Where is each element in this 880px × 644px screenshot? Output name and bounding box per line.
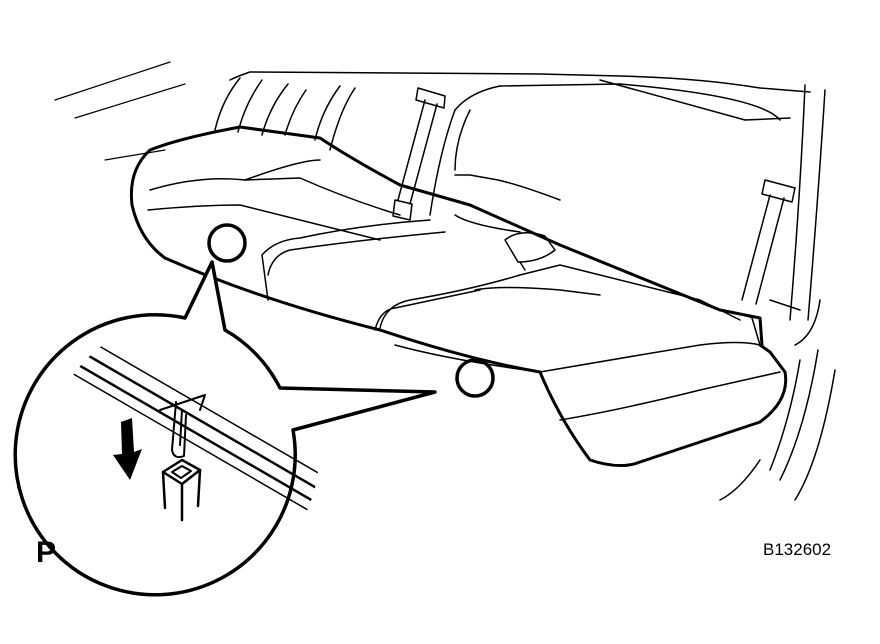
seat-belt-buckle <box>504 232 556 271</box>
figure-code: B132602 <box>763 540 832 559</box>
clip-location-right-marker <box>455 358 495 398</box>
seat-back <box>214 71 826 346</box>
seat-belt-right <box>741 179 796 305</box>
detail-view <box>13 260 437 597</box>
seat-cushion <box>129 125 836 501</box>
view-label: P <box>36 536 57 569</box>
clip-location-left-marker <box>207 223 247 263</box>
downward-arrow-icon <box>113 418 142 480</box>
window-trim-lines <box>54 61 186 161</box>
seat-belt-center <box>392 87 446 221</box>
